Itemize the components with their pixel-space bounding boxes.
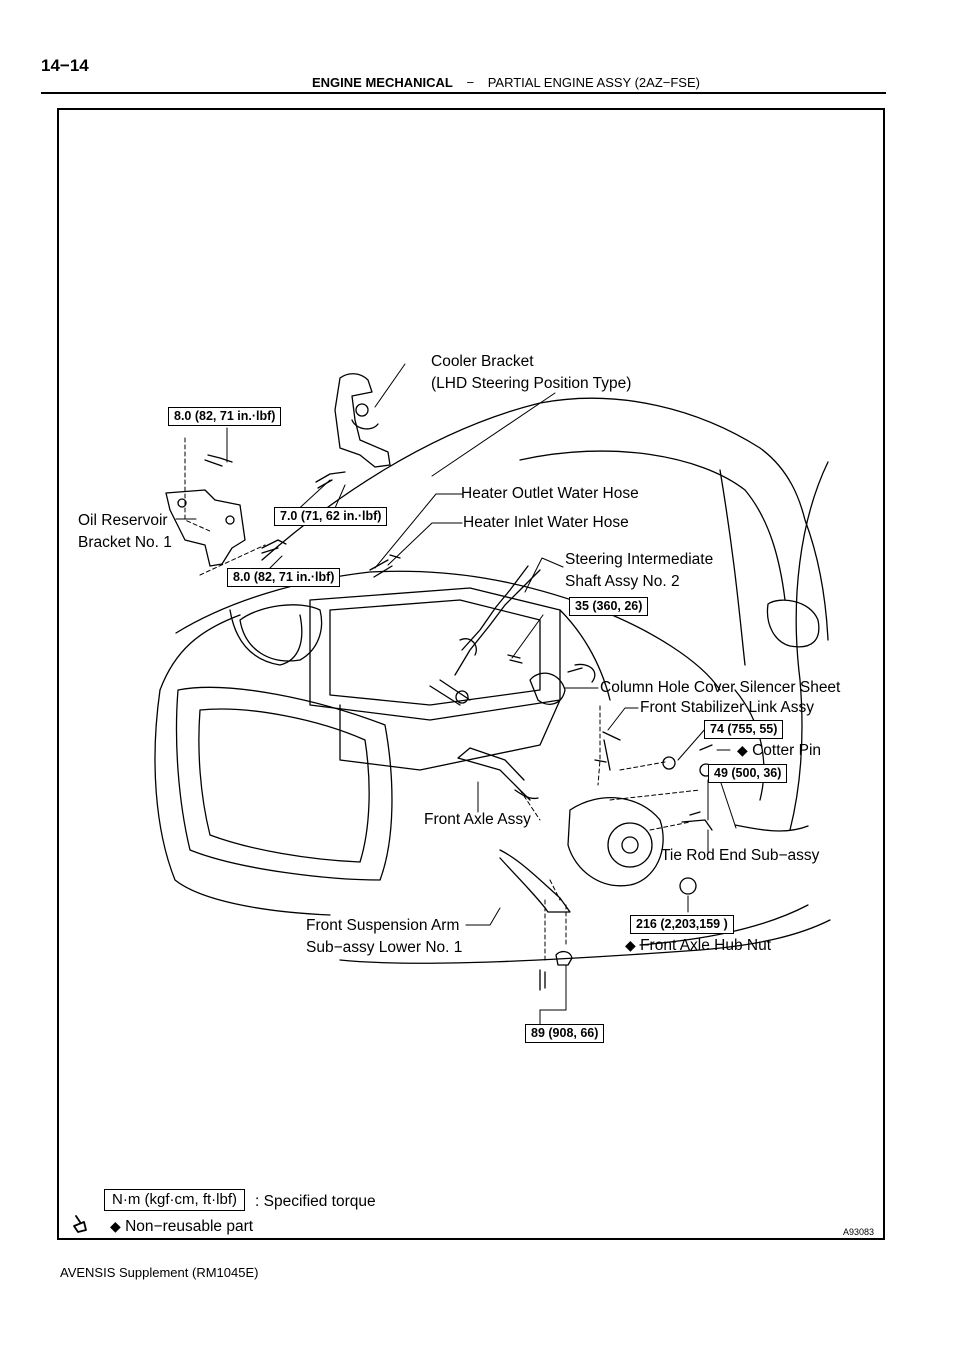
stabilizer-link	[594, 731, 621, 771]
label-steering-shaft-line1: Steering Intermediate	[565, 551, 714, 568]
legend-torque-desc: : Specified torque	[255, 1193, 376, 1210]
hood-outline	[175, 570, 721, 691]
label-suspension-arm-line2: Sub−assy Lower No. 1	[306, 939, 463, 956]
a-pillar	[719, 469, 746, 666]
strut-tower-right	[559, 609, 611, 701]
torque-arm: 89 (908, 66)	[525, 1024, 605, 1043]
column-hole-cover	[529, 672, 566, 705]
torque-tie-rod: 49 (500, 36)	[708, 764, 788, 783]
label-oil-reservoir-line1: Oil Reservoir	[78, 512, 168, 529]
label-steering-shaft-line2: Shaft Assy No. 2	[565, 573, 680, 590]
torque-hub-nut: 216 (2,203,159 )	[630, 915, 734, 934]
label-steering-shaft: Steering Intermediate Shaft Assy No. 2	[565, 549, 713, 593]
label-heater-inlet: Heater Inlet Water Hose	[463, 514, 629, 531]
label-tie-rod: Tie Rod End Sub−assy	[661, 847, 820, 864]
diagram-frame	[57, 108, 885, 1240]
header-separator: −	[466, 75, 475, 90]
label-hub-nut-text: Front Axle Hub Nut	[640, 937, 772, 954]
fender-line	[339, 919, 831, 964]
engine-block	[309, 587, 561, 721]
label-cotter-pin-text: Cotter Pin	[752, 742, 822, 759]
torque-cooler: 7.0 (71, 62 in.·lbf)	[274, 507, 388, 526]
headlight	[239, 604, 323, 662]
torque-oil-top: 8.0 (82, 71 in.·lbf)	[168, 407, 282, 426]
grille-inner	[198, 708, 370, 863]
arm-bolt	[539, 969, 546, 991]
label-stabilizer-link: Front Stabilizer Link Assy	[640, 699, 815, 716]
label-oil-reservoir-line2: Bracket No. 1	[78, 534, 172, 551]
label-suspension-arm-line1: Front Suspension Arm	[306, 917, 460, 934]
header-rule	[41, 92, 886, 94]
oil-bolt-top	[204, 454, 233, 467]
cooler-bracket-part	[334, 373, 391, 468]
label-oil-reservoir: Oil Reservoir Bracket No. 1	[78, 510, 172, 554]
steering-bolt	[507, 654, 523, 664]
windshield-edge	[519, 450, 786, 601]
label-cooler-bracket-line1: Cooler Bracket	[431, 353, 534, 370]
torque-stabilizer: 74 (755, 55)	[704, 720, 784, 739]
page-number: 14−14	[41, 56, 89, 75]
header-subsection: PARTIAL ENGINE ASSY (2AZ−FSE)	[487, 75, 700, 90]
label-front-axle: Front Axle Assy	[424, 811, 531, 828]
figure-id: A93083	[843, 1227, 875, 1237]
label-hub-nut: ◆ Front Axle Hub Nut	[625, 934, 771, 957]
torque-oil-bottom: 8.0 (82, 71 in.·lbf)	[227, 568, 341, 587]
page-header: ENGINE MECHANICAL − PARTIAL ENGINE ASSY …	[312, 75, 700, 90]
header-section: ENGINE MECHANICAL	[312, 75, 453, 90]
diamond-icon: ◆	[625, 937, 636, 953]
suspension-arm-part	[499, 849, 571, 913]
strut-tower-left	[229, 609, 303, 666]
steering-shaft-part	[454, 565, 541, 676]
engine-lower	[339, 699, 561, 771]
heater-hoses	[369, 554, 401, 578]
hood-front	[159, 614, 241, 691]
brake-disc	[607, 822, 653, 868]
torque-steering: 35 (360, 26)	[569, 597, 649, 616]
label-cooler-bracket: Cooler Bracket (LHD Steering Position Ty…	[431, 351, 631, 395]
diamond-icon: ◆	[110, 1218, 121, 1234]
diamond-icon: ◆	[737, 742, 748, 758]
oil-bolt-bottom	[261, 539, 287, 554]
legend-non-reusable-text: Non−reusable part	[125, 1218, 254, 1235]
front-axle-part	[457, 747, 531, 801]
windshield-outline	[261, 397, 829, 641]
tie-rod-part	[681, 811, 713, 831]
legend-non-reusable: ◆ Non−reusable part	[110, 1215, 253, 1238]
oil-reservoir-bracket	[165, 489, 246, 567]
steering-knuckle	[567, 797, 664, 887]
bumper-outline	[154, 689, 331, 916]
label-heater-outlet: Heater Outlet Water Hose	[461, 485, 639, 502]
hub-nut-part	[679, 877, 697, 895]
label-suspension-arm: Front Suspension Arm Sub−assy Lower No. …	[306, 915, 462, 959]
engine-cover	[329, 599, 541, 706]
label-cooler-bracket-line2: (LHD Steering Position Type)	[431, 375, 632, 392]
stabilizer-nut	[662, 756, 676, 770]
arm-nut	[555, 950, 573, 966]
roof-line	[789, 461, 829, 831]
cotter-pin-part	[699, 744, 713, 751]
mirror	[766, 599, 820, 648]
footer-text: AVENSIS Supplement (RM1045E)	[60, 1265, 259, 1280]
legend-torque-units: N·m (kgf·cm, ft·lbf)	[104, 1189, 245, 1211]
non-reusable-icon	[73, 1215, 87, 1233]
body-side	[734, 689, 809, 832]
grille-outline	[175, 686, 393, 881]
label-column-hole: Column Hole Cover Silencer Sheet	[600, 679, 841, 696]
label-cotter-pin: ◆ Cotter Pin	[737, 739, 821, 762]
